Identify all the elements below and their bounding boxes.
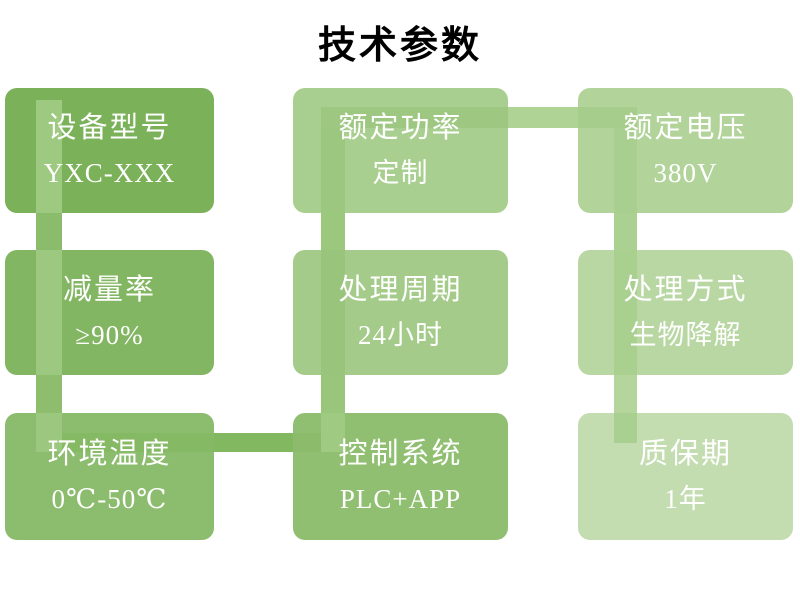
- flow-path-segment-col1-card4: [36, 250, 62, 375]
- flow-path-segment-col2-card2: [321, 128, 345, 213]
- param-label: 处理方式: [623, 273, 748, 306]
- flow-path-segment-col3-card6: [614, 250, 637, 375]
- flow-path-segment-row1-card2: [321, 107, 508, 128]
- flow-path-segment-row3-card7: [62, 433, 214, 452]
- flow-path-segment-col3-gap2: [614, 375, 637, 413]
- param-label: 减量率: [62, 273, 156, 306]
- param-card-warranty-period: 质保期 1年: [578, 413, 793, 540]
- flow-path-segment-col1-card7: [36, 413, 62, 452]
- flow-path-segment-col2-card8: [321, 413, 345, 452]
- flow-path-segment-col3-card3: [614, 128, 637, 213]
- flow-path-segment-row3-card8: [293, 433, 321, 452]
- param-value: 生物降解: [629, 319, 742, 350]
- param-label: 控制系统: [338, 437, 463, 470]
- param-value: 380V: [653, 157, 718, 188]
- flow-path-segment-col3-gap1: [614, 213, 637, 250]
- flow-path-segment-col1-gap2: [36, 375, 62, 413]
- flow-path-segment-row1-card3: [578, 107, 637, 128]
- param-label: 设备型号: [47, 111, 172, 144]
- param-value: 1年: [664, 483, 707, 514]
- flow-path-segment-col2-gap1: [321, 213, 345, 250]
- flow-path-segment-col3-card9: [614, 413, 637, 443]
- param-label: 处理周期: [338, 273, 463, 306]
- slide-title: 技术参数: [317, 25, 482, 67]
- param-label: 额定功率: [338, 111, 463, 144]
- param-label: 额定电压: [623, 111, 748, 144]
- param-label: 环境温度: [47, 437, 172, 470]
- param-card-treatment-method: 处理方式 生物降解: [578, 250, 793, 375]
- flow-path-segment-row1-gap: [508, 107, 578, 128]
- param-value: 0℃-50℃: [51, 483, 168, 514]
- flow-path-segment-row3-gap: [214, 433, 293, 452]
- param-value: 定制: [372, 157, 429, 188]
- flow-path-segment-col1-gap1: [36, 213, 62, 250]
- param-value: 24小时: [358, 319, 443, 350]
- param-value: ≥90%: [75, 319, 144, 350]
- flow-path-segment-col2-card5: [321, 250, 345, 375]
- flow-path-segment-col1-card1: [36, 100, 62, 213]
- param-value: PLC+APP: [339, 483, 462, 514]
- param-label: 质保期: [638, 437, 732, 470]
- flow-path-segment-col2-gap2: [321, 375, 345, 413]
- param-value: YXC-XXX: [43, 157, 176, 188]
